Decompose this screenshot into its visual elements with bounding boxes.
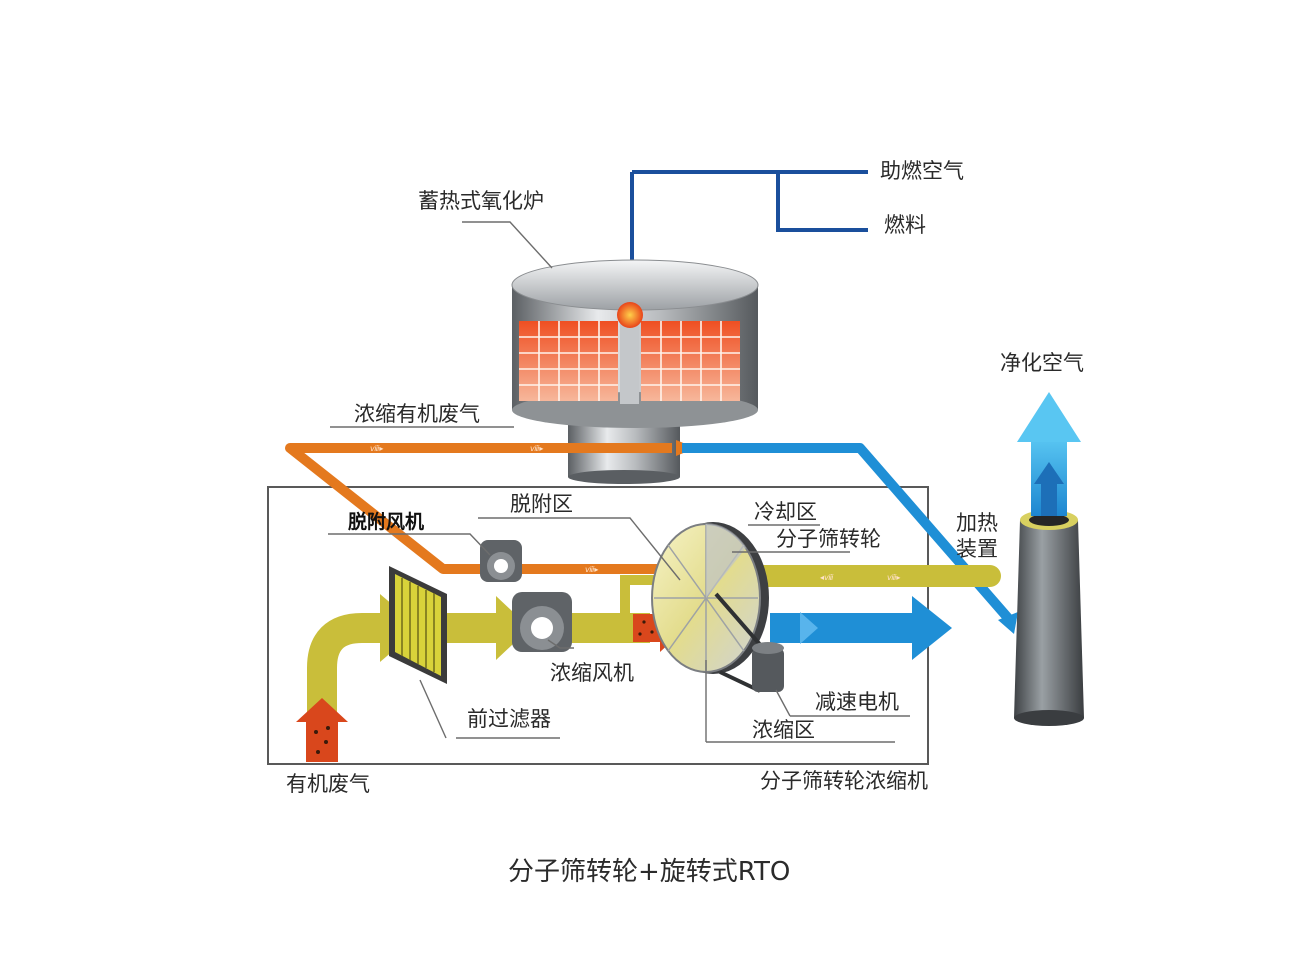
clean-air-out-line [770,596,952,660]
label-clean-air: 净化空气 [1000,351,1084,375]
label-regenerative-oxidizer: 蓄热式氧化炉 [418,189,544,213]
heat-storage-cells-left [519,321,618,401]
heat-storage-cells-right [641,321,740,401]
clean-air-up-arrow [1017,392,1081,516]
label-fuel: 燃料 [884,213,926,237]
label-reduction-motor: 减速电机 [815,690,899,714]
concentration-fan-icon [512,592,572,652]
voc-inlet-arrow [296,698,348,762]
filter-icon [389,566,447,684]
svg-text:◂ⅷ: ◂ⅷ [820,573,834,582]
label-combustion-air: 助燃空气 [880,159,964,183]
inlet-duct [307,575,670,720]
oxidizer-exhaust-line [682,443,1018,634]
burner-flame-icon [617,302,643,328]
label-concentration-zone: 浓缩区 [752,718,815,742]
label-concentrated-voc: 浓缩有机废气 [354,402,480,426]
diagram-caption: 分子筛转轮+旋转式RTO [508,857,790,887]
label-pre-filter: 前过滤器 [467,707,551,731]
svg-text:ⅷ▸: ⅷ▸ [585,565,598,574]
label-rotor-concentrator: 分子筛转轮浓缩机 [760,769,928,793]
label-zeolite-rotor: 分子筛转轮 [776,527,881,551]
flow-direction-tags: ⅷ▸ ⅷ▸ ⅷ▸ ⅷ▸ ◂ⅷ [370,444,900,582]
motor-icon [714,592,784,693]
label-voc-inlet: 有机废气 [286,772,370,796]
label-concentration-fan: 浓缩风机 [550,661,634,685]
svg-text:ⅷ▸: ⅷ▸ [530,444,543,453]
svg-text:ⅷ▸: ⅷ▸ [370,444,383,453]
desorption-fan-icon [480,540,522,582]
leader-lines [328,221,910,743]
label-heater: 加热 [956,511,998,535]
label-desorption-fan: 脱附风机 [348,510,424,533]
stack-icon [1014,510,1084,726]
label-heater-line2: 装置 [956,537,998,561]
label-desorption-zone: 脱附区 [510,492,573,516]
label-cooling-zone: 冷却区 [754,500,817,524]
rotor-icon [651,522,769,674]
oxidizer-icon [511,259,759,484]
svg-text:ⅷ▸: ⅷ▸ [887,573,900,582]
